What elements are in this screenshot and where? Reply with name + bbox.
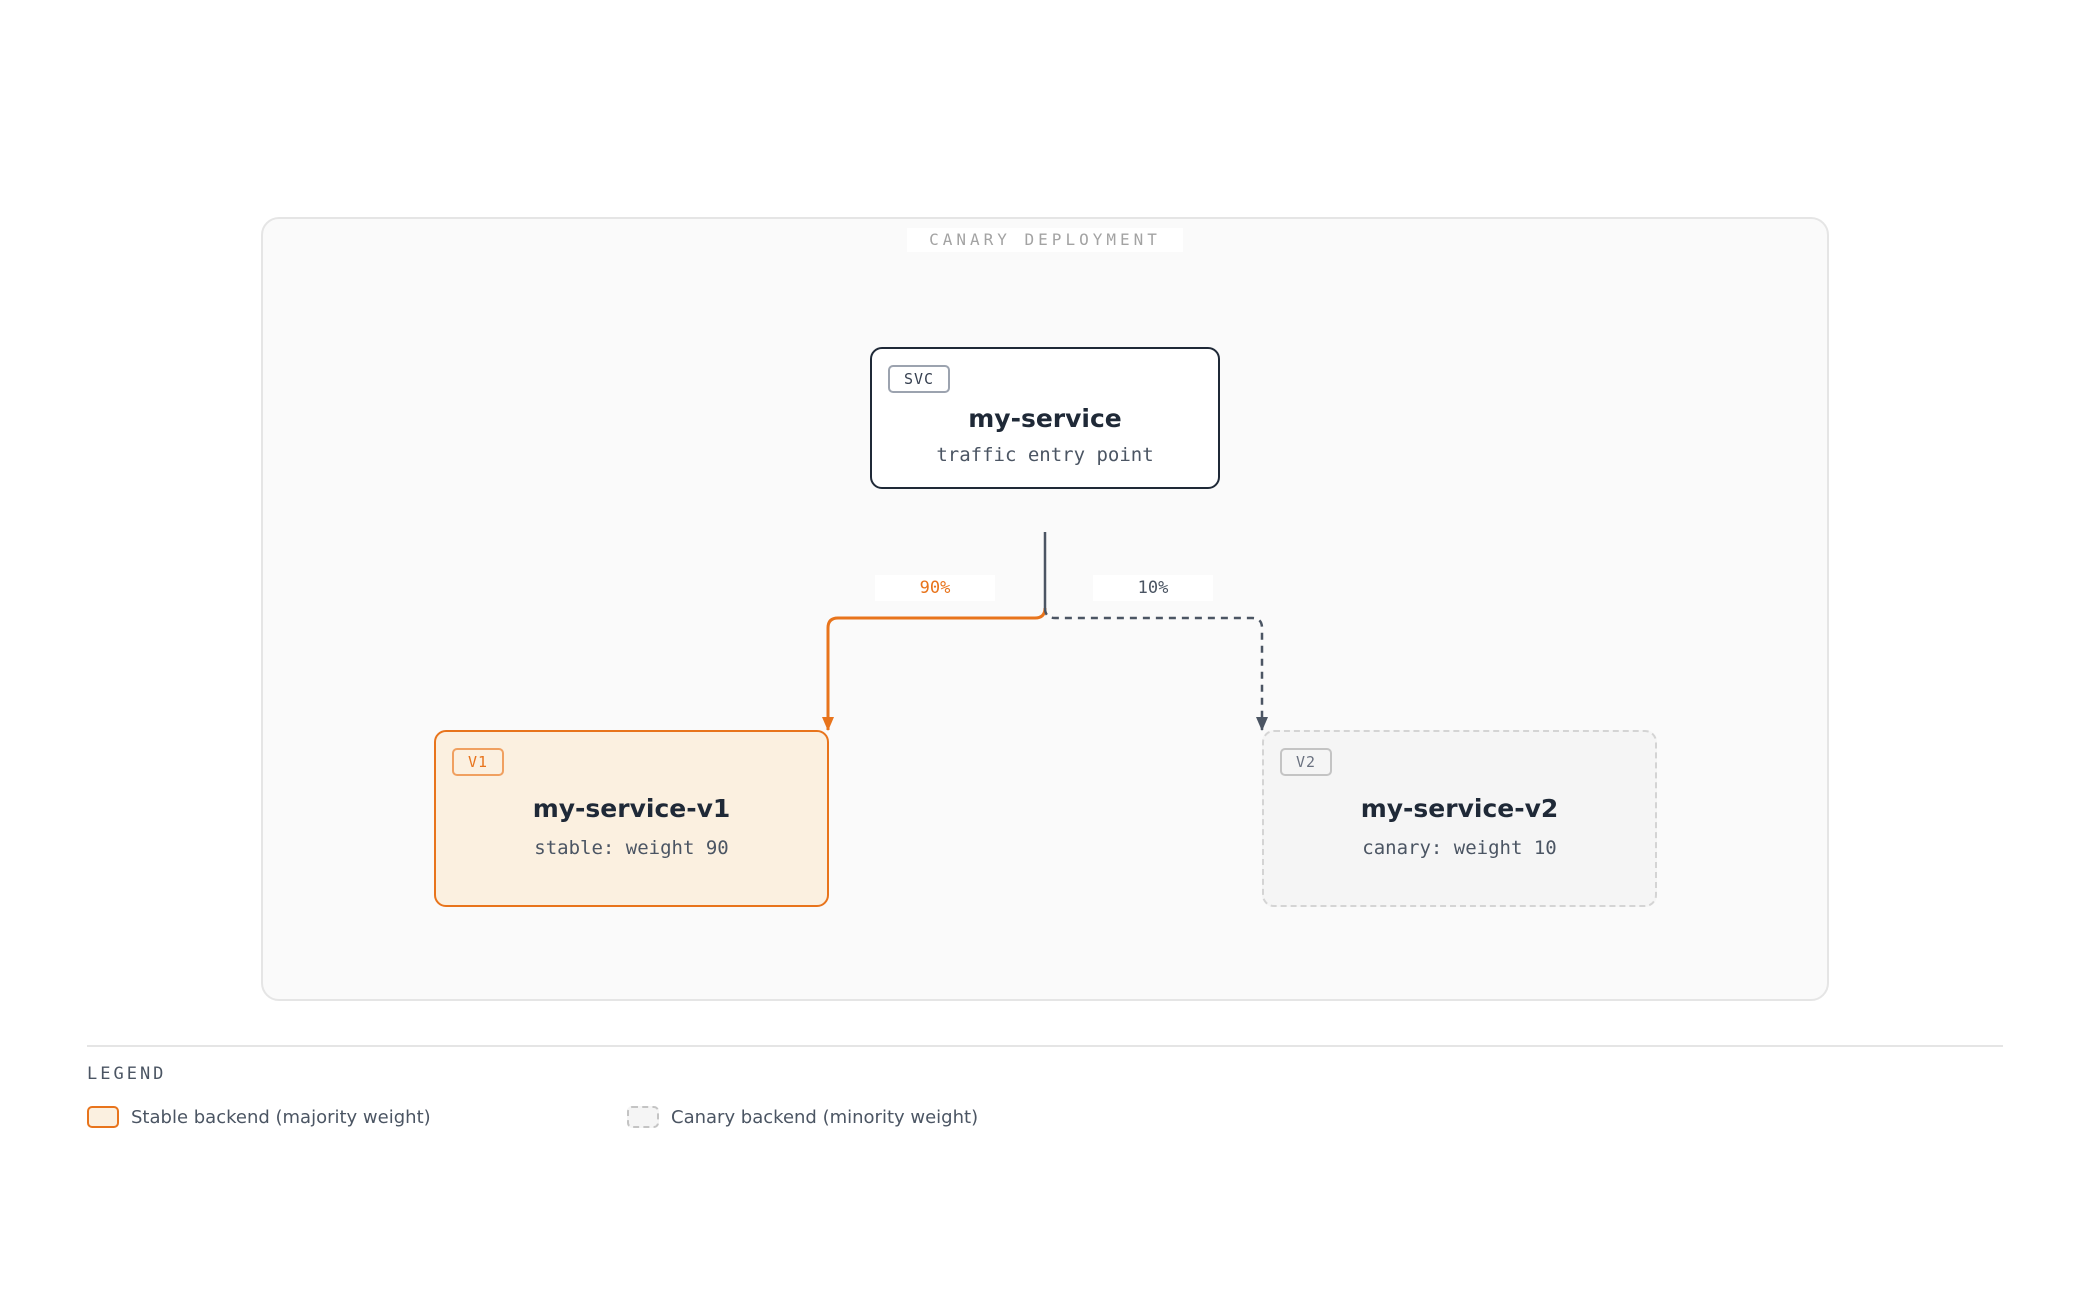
canary-description: canary: weight 10 — [1362, 837, 1557, 859]
canary-swatch — [627, 1106, 659, 1128]
stable-traffic-label: 90% — [875, 575, 995, 601]
legend-divider — [87, 1045, 2003, 1047]
service-name: my-service — [968, 404, 1122, 433]
legend-item-canary: Canary backend (minority weight) — [627, 1104, 978, 1130]
legend-item-stable: Stable backend (majority weight) — [87, 1104, 431, 1130]
group-label: CANARY DEPLOYMENT — [907, 228, 1183, 252]
stable-description: stable: weight 90 — [534, 837, 729, 859]
canary-name: my-service-v2 — [1360, 794, 1559, 823]
service-tag: SVC — [888, 365, 951, 393]
edge-to-stable — [822, 607, 1047, 731]
stable-tag: V1 — [452, 748, 505, 776]
stable-swatch — [87, 1106, 119, 1128]
canary-backend-node[interactable]: V2 my-service-v2 canary: weight 10 — [1262, 730, 1657, 907]
stable-name: my-service-v1 — [532, 794, 731, 823]
legend-label-canary: Canary backend (minority weight) — [671, 1106, 979, 1128]
service-node[interactable]: SVC my-service traffic entry point — [870, 347, 1220, 489]
canary-tag: V2 — [1280, 748, 1333, 776]
service-description: traffic entry point — [936, 444, 1154, 466]
stable-backend-node[interactable]: V1 my-service-v1 stable: weight 90 — [434, 730, 829, 907]
legend-title: LEGEND — [87, 1064, 167, 1084]
canary-traffic-label: 10% — [1093, 575, 1213, 601]
edge-to-canary — [1043, 607, 1268, 731]
legend-label-stable: Stable backend (majority weight) — [131, 1106, 431, 1128]
